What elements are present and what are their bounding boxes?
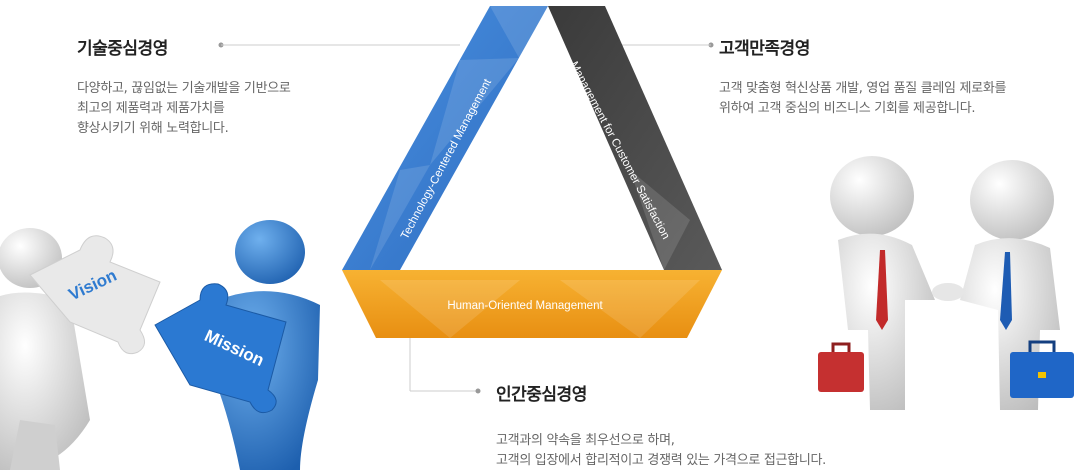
triangle-diagram: Technology-Centered Management Managemen…: [342, 6, 722, 338]
handshake-illustration: [818, 156, 1074, 410]
section-customer-title: 고객만족경영: [719, 39, 810, 59]
band-customer: [548, 6, 722, 270]
red-briefcase: [818, 352, 864, 392]
section-human-line: 고객의 입장에서 합리적이고 경쟁력 있는 가격으로 접근합니다.: [496, 453, 826, 468]
band-human: [342, 270, 722, 338]
section-tech-title: 기술중심경영: [77, 39, 168, 59]
label-human: Human-Oriented Management: [447, 300, 603, 312]
section-human: 인간중심경영 고객과의 약속을 최우선으로 하며, 고객의 입장에서 합리적이고…: [496, 380, 826, 471]
section-customer-line: 고객 맞춤형 혁신상품 개발, 영업 품질 클레임 제로화를: [719, 81, 1007, 96]
band-technology: [342, 6, 548, 270]
section-tech-line: 다양하고, 끊임없는 기술개발을 기반으로: [77, 81, 291, 96]
section-tech-line: 최고의 제품력과 제품가치를: [77, 101, 225, 116]
mission-puzzle-piece: [154, 283, 287, 414]
section-tech: 기술중심경영 다양하고, 끊임없는 기술개발을 기반으로 최고의 제품력과 제품…: [77, 34, 291, 139]
section-customer: 고객만족경영 고객 맞춤형 혁신상품 개발, 영업 품질 클레임 제로화를 위하…: [719, 34, 1006, 119]
section-customer-line: 위하여 고객 중심의 비즈니스 기회를 제공합니다.: [719, 101, 976, 116]
vision-puzzle-piece: [29, 235, 161, 355]
section-customer-description: 고객 맞춤형 혁신상품 개발, 영업 품질 클레임 제로화를 위하여 고객 중심…: [719, 79, 1006, 119]
section-human-line: 고객과의 약속을 최우선으로 하며,: [496, 433, 675, 448]
section-tech-description: 다양하고, 끊임없는 기술개발을 기반으로 최고의 제품력과 제품가치를 향상시…: [77, 79, 291, 139]
section-human-description: 고객과의 약속을 최우선으로 하며, 고객의 입장에서 합리적이고 경쟁력 있는…: [496, 431, 826, 471]
connector-human: [409, 338, 481, 394]
section-tech-line: 향상시키기 위해 노력합니다.: [77, 121, 229, 136]
section-human-title: 인간중심경영: [496, 385, 587, 405]
vision-mission-illustration: Vision Mission: [0, 220, 320, 470]
connector-tech: [218, 42, 460, 48]
